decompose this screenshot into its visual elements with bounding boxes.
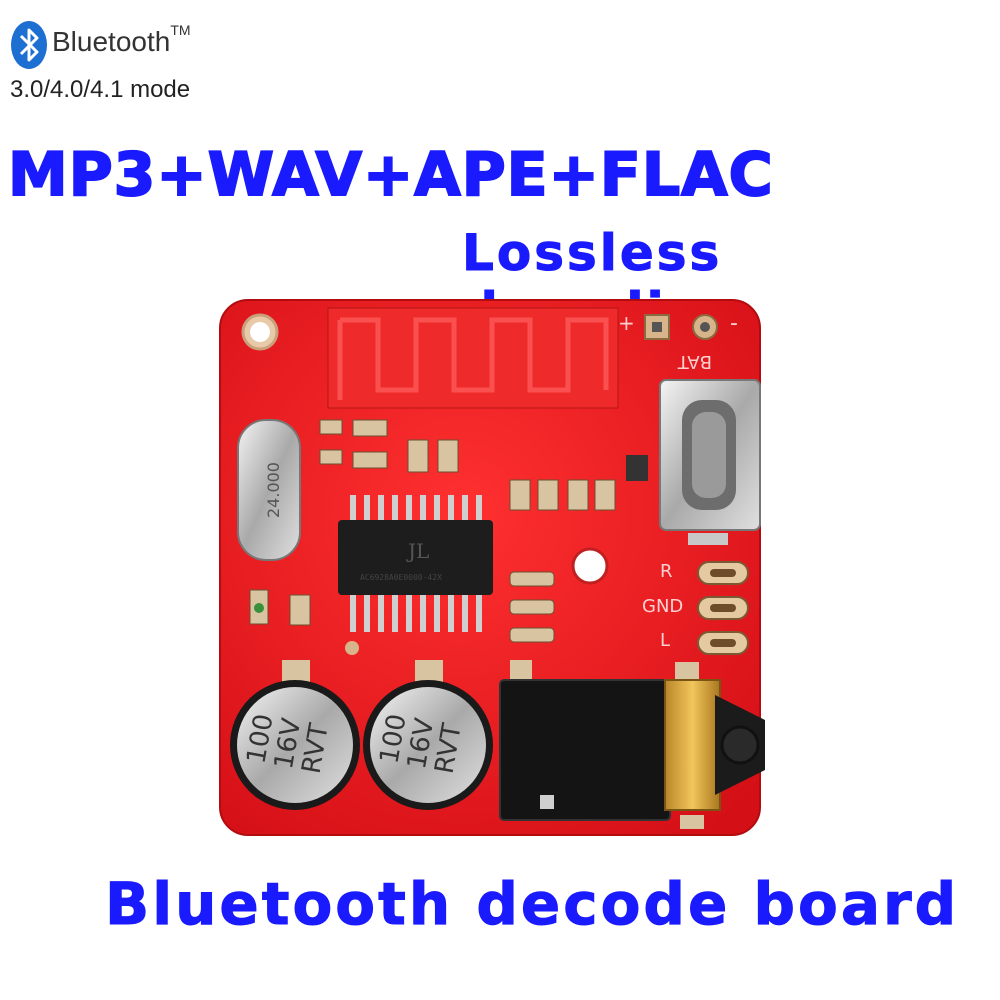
decode-board-photo: + - BAT 24.000 [219,299,765,836]
silk-bat: BAT [677,351,712,372]
silk-gnd: GND [642,596,683,617]
chip-marking: AC6928A0E0000-42X [360,573,442,582]
bluetooth-name: Bluetooth [52,26,171,57]
trademark: TM [170,22,191,38]
silk-l: L [660,630,670,651]
chip-logo: JL [406,539,429,563]
silk-minus: - [730,311,738,336]
bluetooth-icon [11,21,47,69]
product-caption: Bluetooth decode board [104,870,960,939]
bluetooth-wordmark: BluetoothTM [52,22,191,58]
silk-r: R [660,561,673,582]
crystal-label: 24.000 [264,462,283,518]
bluetooth-mode: 3.0/4.0/4.1 mode [10,76,191,103]
silk-plus: + [618,311,635,335]
format-headline: MP3+WAV+APE+FLAC [7,139,774,211]
